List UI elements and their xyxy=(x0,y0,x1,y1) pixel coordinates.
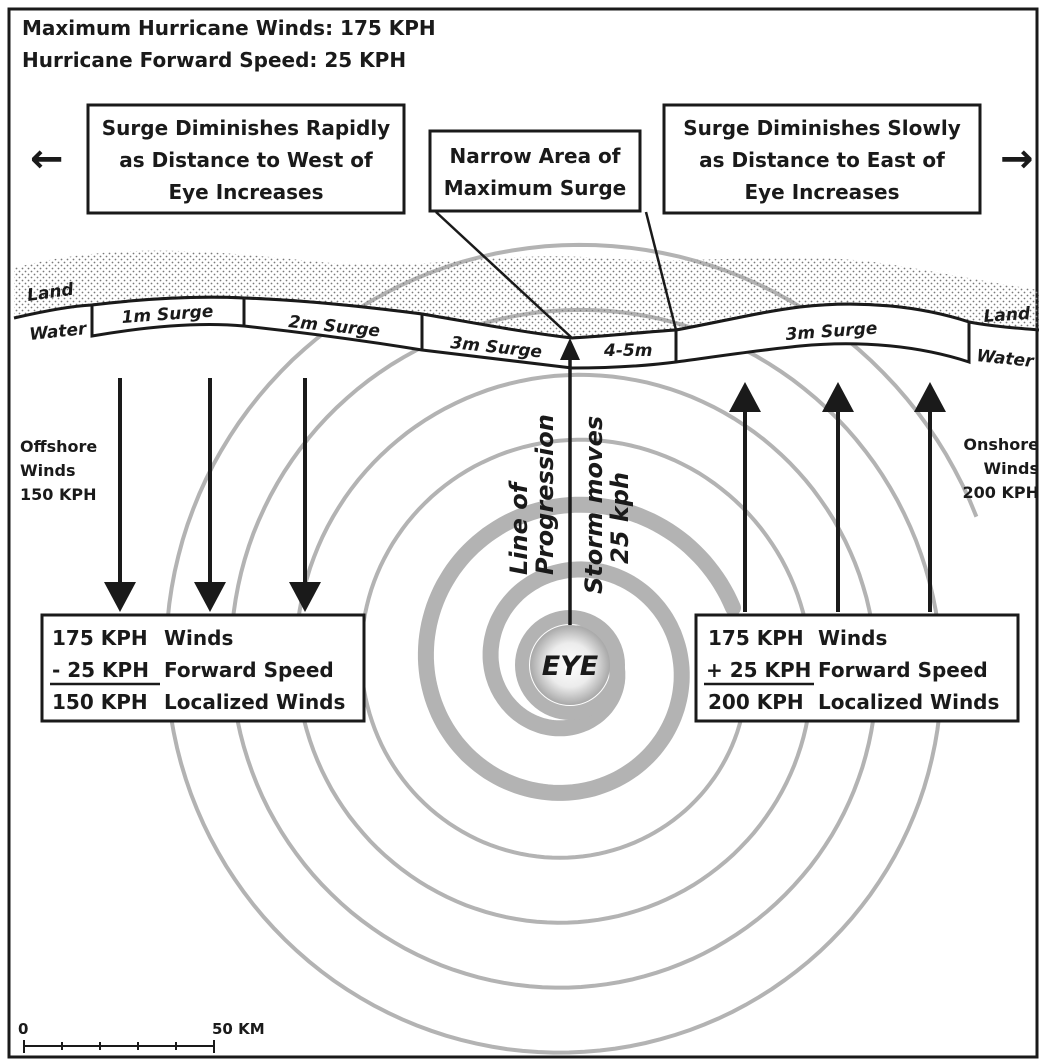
east-calc-value-2: + 25 KPH xyxy=(706,658,811,682)
svg-text:Progression: Progression xyxy=(531,414,559,575)
east-calc-value-3: 200 KPH xyxy=(708,690,804,714)
svg-text:200 KPH: 200 KPH xyxy=(963,483,1039,502)
east-winds-calc-box: 175 KPH Winds + 25 KPH Forward Speed 200… xyxy=(696,615,1018,721)
svg-text:Eye Increases: Eye Increases xyxy=(744,180,899,204)
svg-text:Offshore: Offshore xyxy=(20,437,97,456)
west-calc-value-3: 150 KPH xyxy=(52,690,148,714)
header-forward-speed: Hurricane Forward Speed: 25 KPH xyxy=(22,48,406,72)
svg-text:Surge Diminishes Slowly: Surge Diminishes Slowly xyxy=(683,116,961,140)
svg-text:as Distance to West of: as Distance to West of xyxy=(119,148,373,172)
west-calc-value-2: - 25 KPH xyxy=(52,658,149,682)
svg-text:Storm moves: Storm moves xyxy=(580,416,608,594)
west-calc-label-3: Localized Winds xyxy=(164,690,345,714)
surge-label-max: 4-5m xyxy=(603,341,652,361)
eye-label: EYE xyxy=(542,651,599,682)
east-arrow-icon: → xyxy=(1000,136,1034,182)
svg-text:Surge Diminishes Rapidly: Surge Diminishes Rapidly xyxy=(102,116,390,140)
east-calc-label-2: Forward Speed xyxy=(818,658,988,682)
svg-text:Line of: Line of xyxy=(505,480,533,575)
scale-start-label: 0 xyxy=(18,1020,28,1038)
svg-text:Winds: Winds xyxy=(984,459,1039,478)
east-calc-value-1: 175 KPH xyxy=(708,626,804,650)
west-calc-value-1: 175 KPH xyxy=(52,626,148,650)
header-max-winds: Maximum Hurricane Winds: 175 KPH xyxy=(22,16,436,40)
svg-text:Winds: Winds xyxy=(20,461,76,480)
center-surge-box: Narrow Area of Maximum Surge xyxy=(430,131,640,211)
scale-end-label: 50 KM xyxy=(212,1020,265,1038)
svg-text:25 kph: 25 kph xyxy=(606,472,634,564)
svg-text:Maximum Surge: Maximum Surge xyxy=(444,176,626,200)
west-calc-label-2: Forward Speed xyxy=(164,658,334,682)
svg-text:150 KPH: 150 KPH xyxy=(20,485,96,504)
east-calc-label-1: Winds xyxy=(818,626,887,650)
west-calc-label-1: Winds xyxy=(164,626,233,650)
west-arrow-icon: ← xyxy=(30,136,64,182)
west-surge-box: Surge Diminishes Rapidly as Distance to … xyxy=(88,105,404,213)
east-surge-box: Surge Diminishes Slowly as Distance to E… xyxy=(664,105,980,213)
land-label-right: Land xyxy=(983,304,1032,327)
svg-text:Onshore: Onshore xyxy=(963,435,1039,454)
svg-text:as Distance to East of: as Distance to East of xyxy=(699,148,945,172)
west-winds-calc-box: 175 KPH Winds - 25 KPH Forward Speed 150… xyxy=(42,615,364,721)
east-calc-label-3: Localized Winds xyxy=(818,690,999,714)
svg-text:Eye Increases: Eye Increases xyxy=(168,180,323,204)
svg-text:Narrow Area of: Narrow Area of xyxy=(450,144,621,168)
